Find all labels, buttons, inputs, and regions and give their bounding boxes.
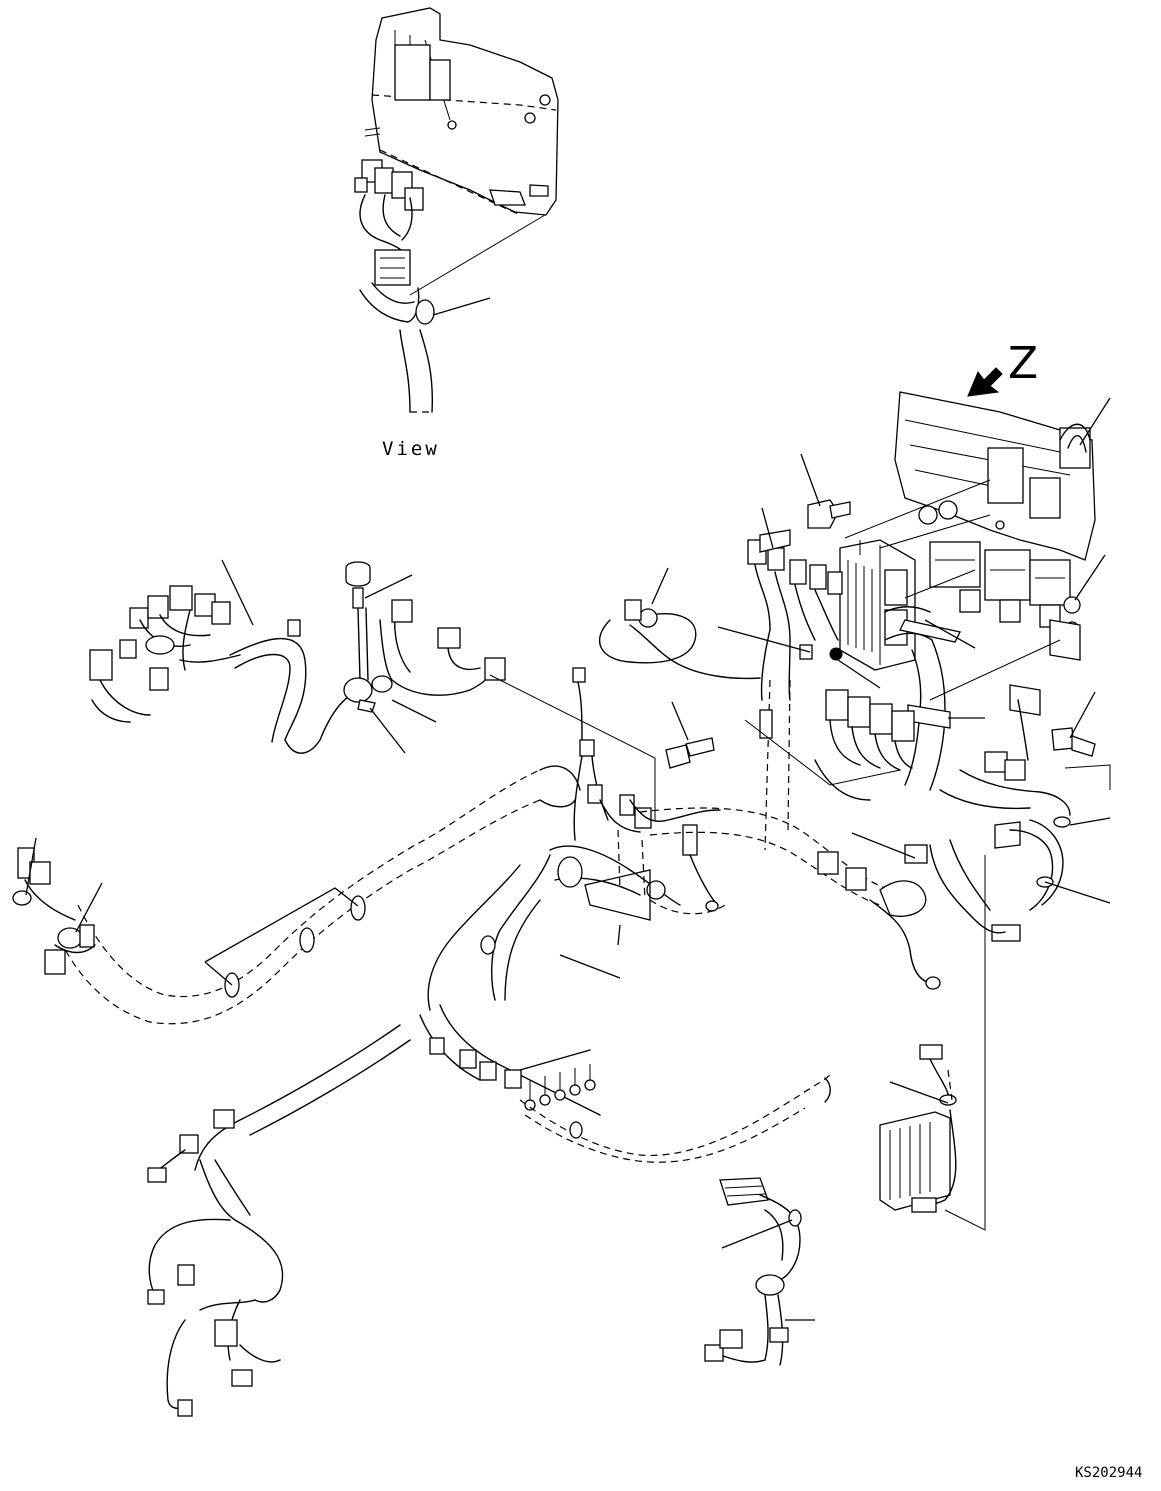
view-direction-label: Z: [1008, 338, 1038, 389]
drawing-code: KS202944: [1075, 1465, 1142, 1481]
middle-junction: [549, 667, 726, 921]
center-right-harness: [639, 807, 891, 891]
left-end-connectors: [12, 847, 96, 975]
controller-panel: [894, 391, 1096, 661]
bolt-4: [1051, 727, 1096, 757]
relay-connectors: [747, 529, 843, 661]
lower-left-branch: [147, 1024, 411, 1417]
left-connector-cluster: [89, 585, 241, 723]
fuse-box: [839, 539, 916, 671]
bolt-1: [345, 561, 371, 609]
bolt-3: [665, 737, 715, 769]
view-label: View: [382, 438, 440, 460]
left-harness-loop: [229, 637, 371, 754]
reference-lines: [489, 479, 1111, 1231]
inset-view-z: [354, 7, 559, 413]
clamp-mid-left: [343, 599, 506, 713]
protective-sleeves: [204, 887, 366, 998]
bolt-2: [807, 499, 851, 529]
callout-leaders: [25, 397, 1111, 1321]
bottom-right-harness: [704, 1177, 802, 1366]
right-connectors: [929, 684, 1071, 942]
lower-branch-harness: [419, 854, 601, 1116]
controller-unit: [879, 1044, 957, 1213]
long-lower-harness: [519, 1074, 831, 1157]
view-direction-arrow: [967, 367, 1003, 397]
main-harness-outline: [59, 799, 541, 1025]
relay-block: [814, 689, 915, 801]
